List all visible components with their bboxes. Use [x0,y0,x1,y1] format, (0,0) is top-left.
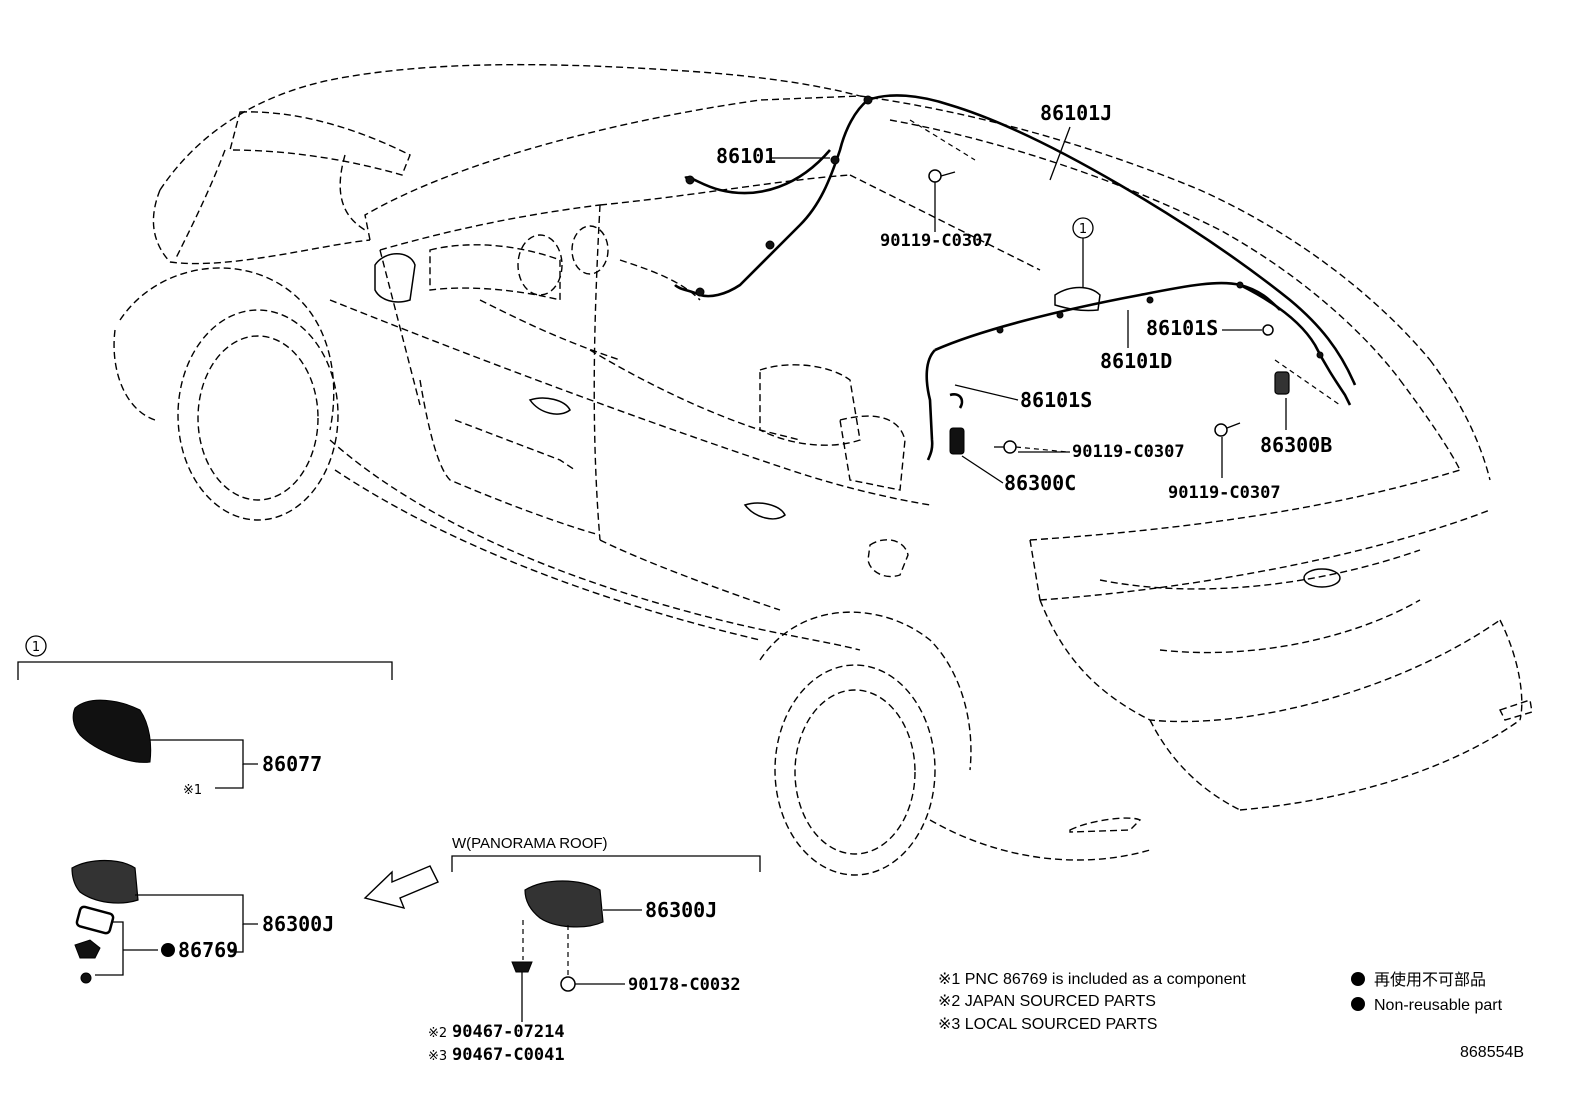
left-arrow-icon [363,865,439,910]
screw-icon [80,972,92,984]
antenna-cover-icon [72,699,152,763]
clip-icon [74,939,101,959]
legend: 再使用不可部品 Non-reusable part [1351,971,1503,1014]
legend-jp-text: 再使用不可部品 [1374,971,1486,989]
part-callouts: 86101J 86101 90119-C0307 86101S 86101D 8… [716,101,1332,503]
harness-connectors [685,95,1324,359]
label-86300C: 86300C [1004,471,1076,495]
label-86300J-detail: 86300J [262,912,334,936]
car-fasteners [928,169,1290,455]
label-86300J-panorama: 86300J [645,898,717,922]
label-90178: 90178-C0032 [628,975,741,995]
footnote-3: ※3 LOCAL SOURCED PARTS [938,1016,1157,1033]
legend-dot-en [1351,997,1365,1011]
label-90119-low: 90119-C0307 [1168,483,1281,503]
roof-harness [674,94,1357,386]
footnote-2: ※2 JAPAN SOURCED PARTS [938,993,1156,1010]
roof-antenna-location: 1 [1054,217,1101,312]
circle-ref-marker [1072,217,1094,239]
panorama-title: W(PANORAMA ROOF) [452,835,608,852]
label-86300B: 86300B [1260,433,1332,457]
label-90467-C0041: 90467-C0041 [452,1045,565,1065]
label-86101S-mid: 86101S [1020,388,1092,412]
label-86101J: 86101J [1040,101,1112,125]
antenna-module-icon [71,859,139,904]
detail-group-1: 1 86077 ※1 86769 86300J [17,635,393,984]
note-mark-3: ※3 [428,1049,447,1064]
gasket-icon [75,905,115,935]
panorama-roof-group: W(PANORAMA ROOF) 86300J 90178-C0032 ※2 9… [428,835,761,1065]
label-90119-top: 90119-C0307 [880,231,993,251]
footnotes: ※1 PNC 86769 is included as a component … [938,971,1246,1033]
nut-icon [560,976,576,992]
label-90467-07214: 90467-07214 [452,1022,565,1042]
detail-ref-marker [25,635,47,657]
detail-ref-text: 1 [32,640,40,655]
note-mark-2: ※2 [428,1026,447,1041]
panorama-antenna-module-icon [524,880,604,928]
note-mark-1: ※1 [183,783,202,798]
bolt-icon [511,961,533,973]
label-86101D: 86101D [1100,349,1172,373]
legend-en-text: Non-reusable part [1374,997,1503,1014]
diagram-id: 868554B [1460,1044,1524,1061]
footnote-1: ※1 PNC 86769 is included as a component [938,971,1246,988]
circle-ref-text: 1 [1079,222,1087,237]
label-90119-mid: 90119-C0307 [1072,442,1185,462]
label-86077: 86077 [262,752,322,776]
label-86101S-right: 86101S [1146,316,1218,340]
legend-dot-jp [1351,972,1365,986]
label-86769: 86769 [178,938,238,962]
non-reusable-dot [161,943,175,957]
car-body-outline [113,63,1533,876]
callout-leaders [772,119,1341,484]
label-86101: 86101 [716,144,776,168]
